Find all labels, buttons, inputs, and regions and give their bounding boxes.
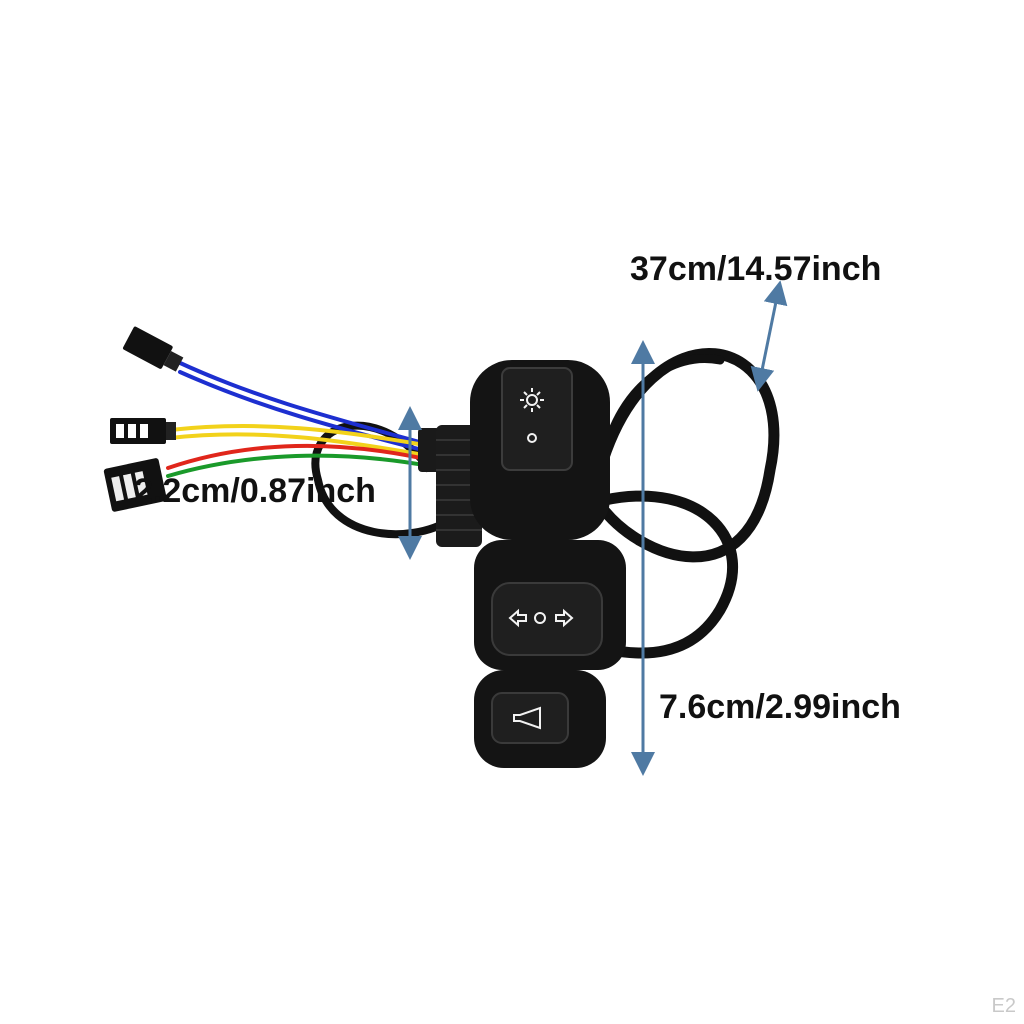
- mount-width-label: 2.2cm/0.87inch: [134, 472, 376, 510]
- wire-connectors: [103, 326, 184, 512]
- watermark: E2: [991, 995, 1016, 1017]
- horn-button[interactable]: [491, 692, 569, 744]
- right-arrow-icon: [555, 608, 574, 628]
- main-cable: [594, 348, 780, 659]
- turn-signal-switch[interactable]: [491, 582, 603, 656]
- switch-height-label: 7.6cm/2.99inch: [659, 688, 901, 726]
- cable-length-label: 37cm/14.57inch: [630, 250, 882, 288]
- connector-top: [122, 326, 184, 372]
- horn-icon: [513, 706, 541, 730]
- connector-bottom: [103, 458, 167, 512]
- colored-wires: [166, 360, 432, 478]
- off-position-icon: [527, 433, 537, 443]
- headlight-icon: [520, 388, 544, 412]
- left-arrow-icon: [508, 608, 527, 628]
- cable-length-arrow: [750, 280, 788, 392]
- center-icon: [534, 612, 546, 624]
- headlight-switch[interactable]: [501, 367, 573, 471]
- connector-middle: [110, 418, 176, 444]
